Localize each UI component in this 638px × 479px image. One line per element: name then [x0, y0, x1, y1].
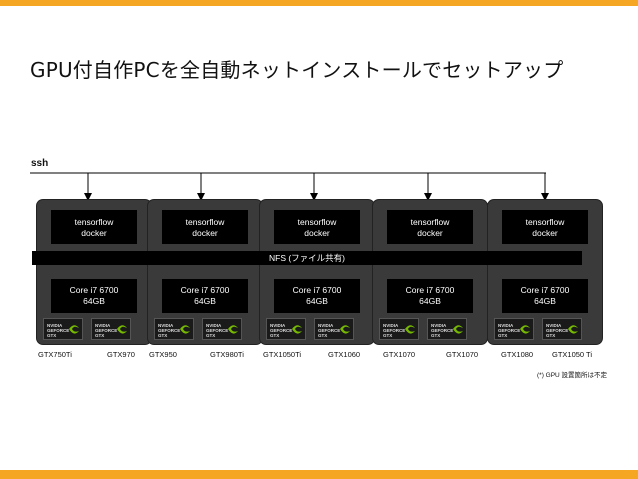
nvidia-logo-icon [69, 325, 79, 334]
tensorflow-docker-box: tensorflow docker [162, 210, 248, 244]
nvidia-logo-icon [228, 325, 238, 334]
memory-label: 64GB [534, 296, 556, 306]
nvidia-logo-icon [117, 325, 127, 334]
nvidia-logo-icon [568, 325, 578, 334]
nvidia-logo-icon [405, 325, 415, 334]
footnote: (*) GPU 設置箇所は不定 [537, 372, 608, 379]
cpu-label: Core i7 6700 [292, 285, 342, 295]
gpu-label: GTX980Ti [210, 350, 244, 359]
gpu-label: GTX950 [149, 350, 177, 359]
gpu-label: GTX1050 Ti [552, 350, 593, 359]
cpu-box: Core i7 6700 64GB [51, 279, 137, 313]
memory-label: 64GB [83, 296, 105, 306]
cpu-label: Core i7 6700 [520, 285, 570, 295]
docker-label: docker [304, 228, 330, 238]
cpu-label: Core i7 6700 [69, 285, 119, 295]
pc-node-2: tensorflow docker Core i7 6700 64GB NVID… [148, 200, 262, 344]
tensorflow-docker-box: tensorflow docker [387, 210, 473, 244]
cpu-label: Core i7 6700 [180, 285, 230, 295]
tf-label: tensorflow [297, 217, 337, 227]
memory-label: 64GB [419, 296, 441, 306]
cpu-box: Core i7 6700 64GB [162, 279, 248, 313]
nvidia-logo-icon [180, 325, 190, 334]
nvidia-logo-icon [453, 325, 463, 334]
pc-node-3: tensorflow docker Core i7 6700 64GB NVID… [260, 200, 374, 344]
gpu-label: GTX1050Ti [263, 350, 302, 359]
docker-label: docker [417, 228, 443, 238]
docker-label: docker [81, 228, 107, 238]
tf-label: tensorflow [185, 217, 225, 227]
page-title: GPU付自作PCを全自動ネットインストールでセットアップ [30, 58, 564, 82]
gpu-label: GTX1080 [501, 350, 534, 359]
cpu-box: Core i7 6700 64GB [502, 279, 588, 313]
cpu-box: Core i7 6700 64GB [274, 279, 360, 313]
top-accent-bar [0, 0, 638, 6]
cpu-box: Core i7 6700 64GB [387, 279, 473, 313]
gpu-label: GTX970 [107, 350, 135, 359]
gpu-label: GTX750Ti [38, 350, 72, 359]
tensorflow-docker-box: tensorflow docker [51, 210, 137, 244]
memory-label: 64GB [306, 296, 328, 306]
memory-label: 64GB [194, 296, 216, 306]
cpu-label: Core i7 6700 [405, 285, 455, 295]
docker-label: docker [192, 228, 218, 238]
pc-node-4: tensorflow docker Core i7 6700 64GB NVID… [373, 200, 487, 344]
nvidia-logo-icon [520, 325, 530, 334]
nvidia-logo-icon [292, 325, 302, 334]
tf-label: tensorflow [74, 217, 114, 227]
tensorflow-docker-box: tensorflow docker [502, 210, 588, 244]
docker-label: docker [532, 228, 558, 238]
pc-node-5: tensorflow docker Core i7 6700 64GB NVID… [488, 200, 602, 344]
tf-label: tensorflow [525, 217, 565, 227]
gpu-label: GTX1070 [446, 350, 479, 359]
pc-node-1: tensorflow docker Core i7 6700 64GB NVID… [37, 200, 151, 344]
ssh-label: ssh [31, 158, 49, 169]
bottom-accent-bar [0, 470, 638, 479]
gpu-label: GTX1060 [328, 350, 361, 359]
nvidia-logo-icon [340, 325, 350, 334]
tf-label: tensorflow [410, 217, 450, 227]
tensorflow-docker-box: tensorflow docker [274, 210, 360, 244]
nfs-shared-bar: NFS (ファイル共有) [32, 251, 582, 265]
gpu-label: GTX1070 [383, 350, 416, 359]
